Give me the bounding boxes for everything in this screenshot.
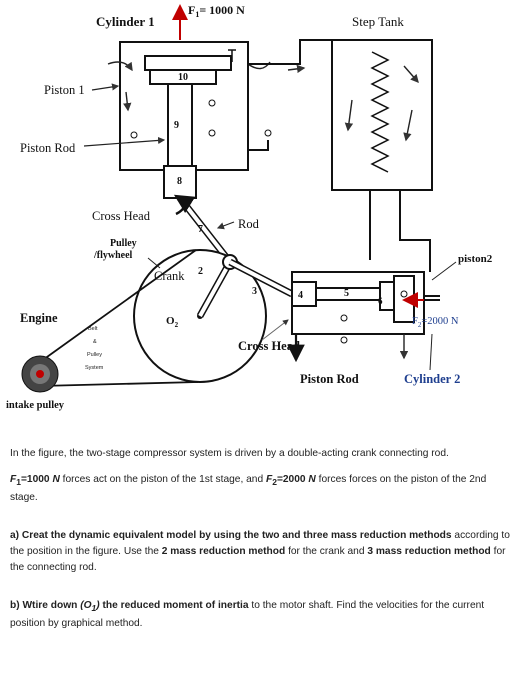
engine-label: Engine [20,311,58,325]
piston1-leader [91,83,120,91]
engine-pulley [21,355,59,393]
question-text: In the figure, the two-stage compressor … [10,446,510,642]
belt-label-2: & [93,339,97,345]
link-number-3: 3 [252,286,257,297]
pulley-leader [147,257,161,269]
piston2-leader [431,261,457,281]
link-number-8: 8 [177,176,182,187]
cross-head-leader [173,194,196,216]
step-tank-label: Step Tank [352,14,404,29]
cylinder-1 [107,41,271,199]
piston-2-label: piston2 [458,253,493,265]
force-1-label: F1= 1000 N [188,3,245,19]
step-tank [331,39,433,191]
cylinder-2-label: Cylinder 2 [404,372,460,386]
crank-label: Crank [154,269,185,283]
intake-pulley-label: intake pulley [6,400,65,411]
link-number-5: 5 [344,288,349,299]
cylinder-1-label: Cylinder 1 [96,14,155,29]
piston-rod-top-label: Piston Rod [20,141,76,155]
cylinder2-leader [429,333,433,371]
question-forces: F1=1000 N forces act on the piston of th… [10,474,487,504]
link-number-6: 6 [378,296,383,306]
piston-rod-leader [83,136,166,147]
link-number-4: 4 [298,290,303,301]
piston-1-label: Piston 1 [44,83,85,97]
pipe-lower [369,190,431,272]
belt-label-4: System [85,365,104,371]
o2-label: O2 [166,315,179,329]
pulley-label: Pulley [110,238,137,249]
rod-label: Rod [238,217,260,231]
belt-label-1: Belt [88,326,98,332]
compressor-diagram: Cylinder 1 F1= 1000 N Step Tank Piston 1… [6,3,493,411]
cross-head-top-label: Cross Head [92,209,151,223]
link-number-9: 9 [174,120,179,131]
question-intro: In the figure, the two-stage compressor … [10,448,449,459]
link-number-10: 10 [178,72,188,83]
cross-head-bottom-label: Cross Head [238,339,300,353]
cylinder-2 [291,271,440,360]
question-part-a: a) Creat the dynamic equivalent model by… [10,530,510,574]
force-2-label: F2=2000 N [412,316,459,329]
piston-rod-bottom-label: Piston Rod [300,372,359,386]
link-number-2: 2 [198,266,203,277]
question-part-b: b) Wtire down (O1) the reduced moment of… [10,600,485,630]
flywheel-label: /flywheel [93,250,133,261]
connecting-rod-lower [228,258,294,298]
link-number-7: 7 [198,224,203,235]
rod-leader [216,221,235,230]
cross-head-2-leader [261,319,289,341]
belt-label-3: Pulley [87,352,102,358]
belt-system [39,249,199,387]
